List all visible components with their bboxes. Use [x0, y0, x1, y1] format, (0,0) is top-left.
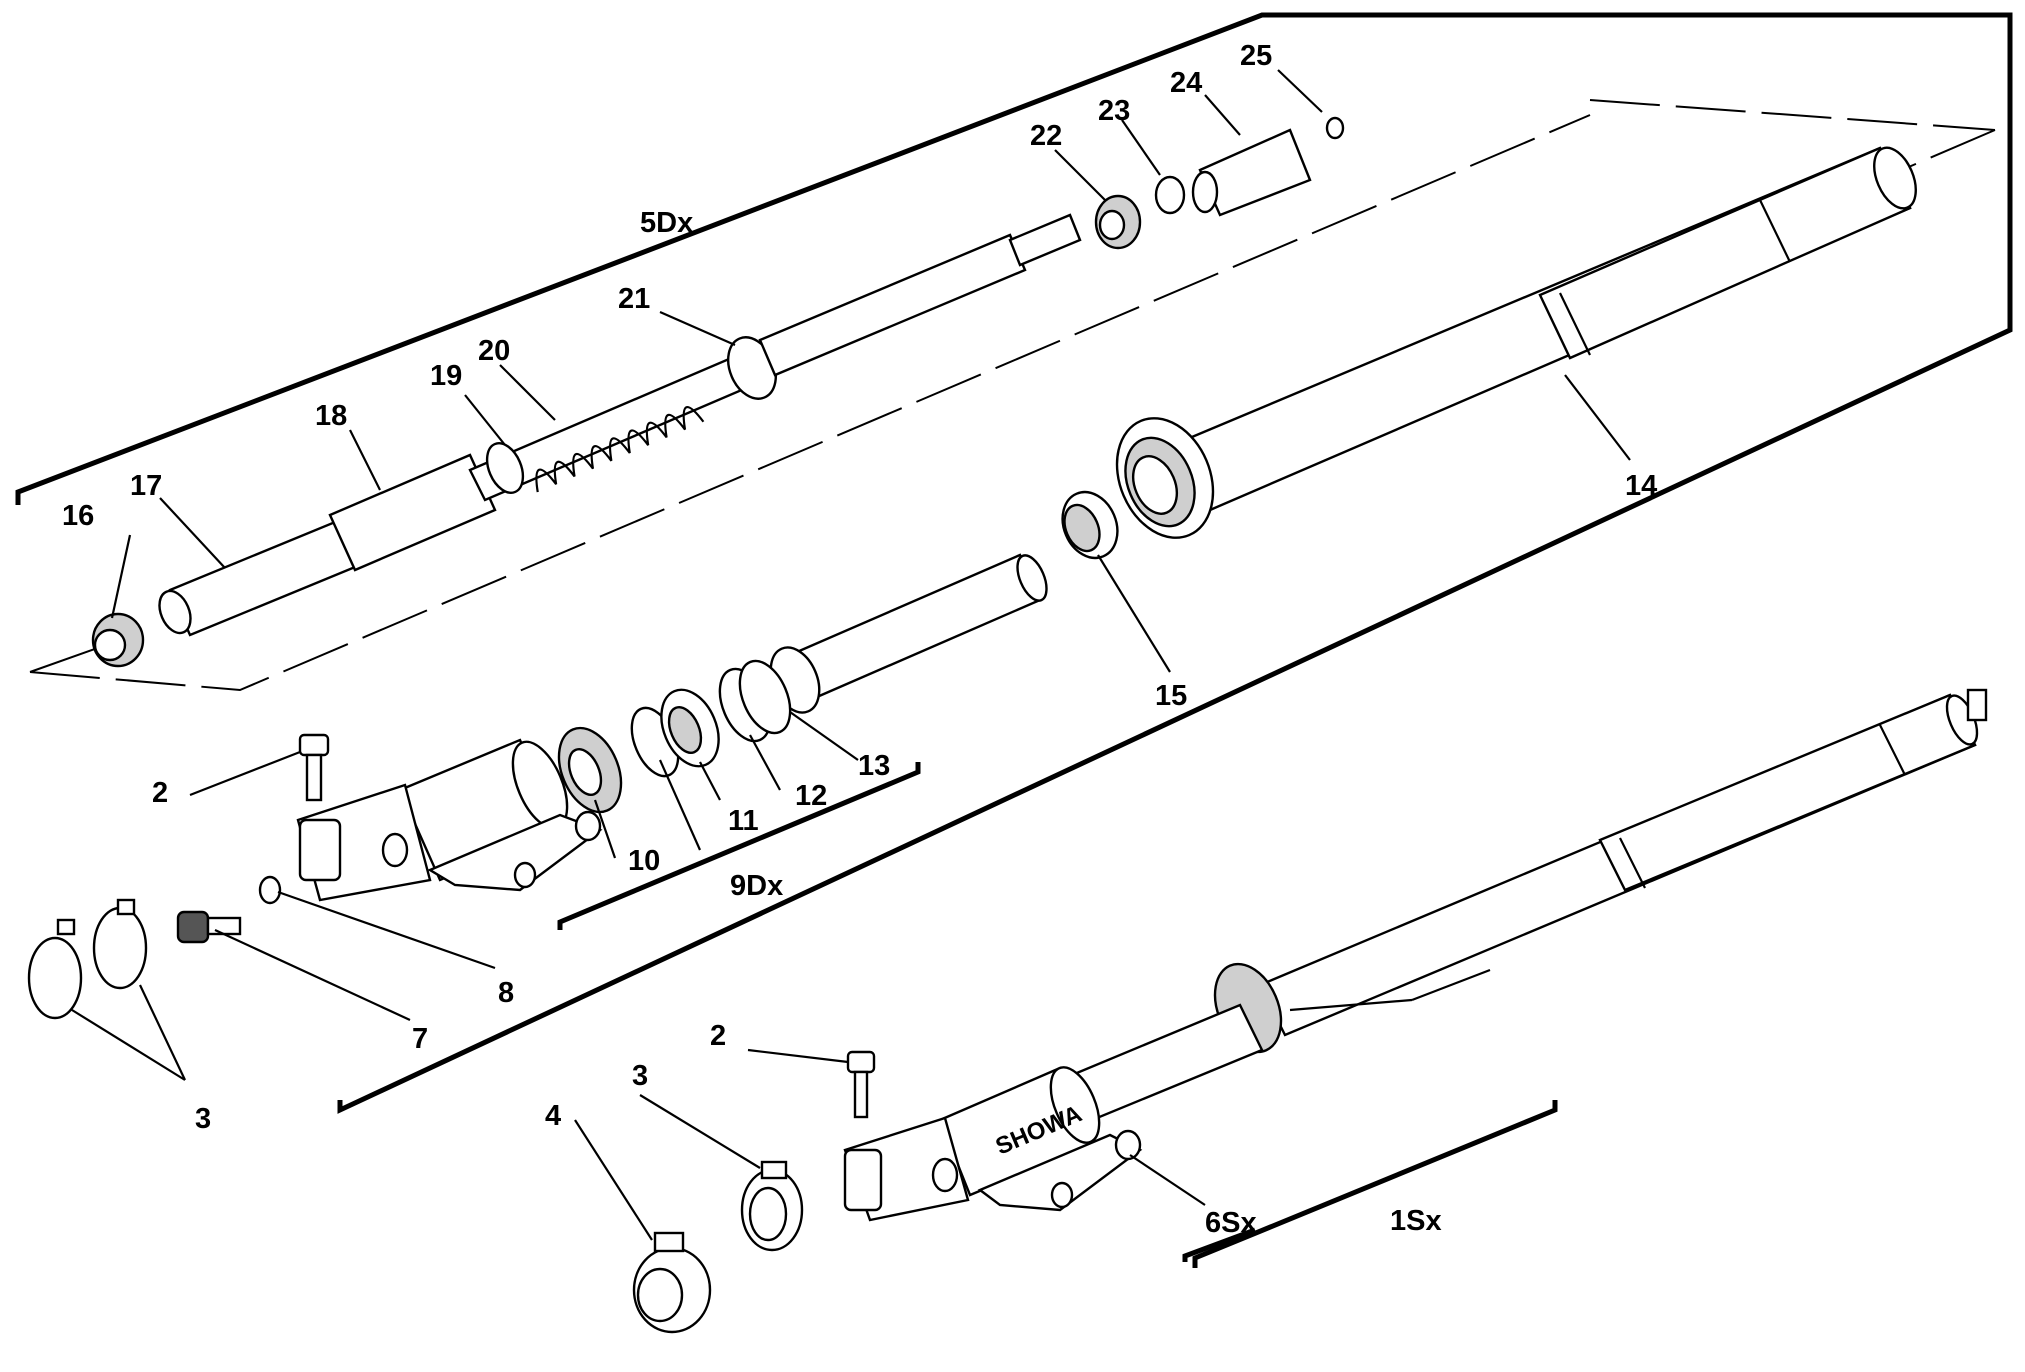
- label-25: 25: [1240, 40, 1272, 72]
- label-21: 21: [618, 283, 650, 315]
- label-12: 12: [795, 780, 827, 812]
- inner-tube-right: [296, 553, 1048, 902]
- dashed-envelope-top: [1589, 99, 1996, 131]
- label-13: 13: [858, 750, 890, 782]
- leader-lines: [71, 69, 1631, 1241]
- label-2-upper: 2: [152, 777, 168, 809]
- pinch-bolt-upper: [298, 733, 330, 802]
- label-1sx: 1Sx: [1390, 1205, 1442, 1237]
- bracket-1sx: [1192, 1100, 1558, 1268]
- label-20: 20: [478, 335, 510, 367]
- label-3-lower: 3: [632, 1060, 648, 1092]
- label-3-left: 3: [195, 1103, 211, 1135]
- label-10: 10: [628, 845, 660, 877]
- label-4: 4: [545, 1100, 561, 1132]
- label-14: 14: [1625, 470, 1657, 502]
- label-15: 15: [1155, 680, 1187, 712]
- label-16: 16: [62, 500, 94, 532]
- washer-8: [258, 875, 282, 905]
- label-18: 18: [315, 400, 347, 432]
- label-6sx: 6Sx: [1205, 1207, 1257, 1239]
- bracket-6sx: [1182, 1227, 1256, 1262]
- cartridge-5dx: [91, 116, 1345, 668]
- group-outlines: [15, 12, 2013, 1268]
- label-8: 8: [498, 977, 514, 1009]
- callout-labels: 1Sx 2 2 3 3 4 5Dx 6Sx 7 8 9Dx 10 11 12 1…: [62, 40, 1657, 1239]
- pinch-bolt-lower: [846, 1050, 876, 1119]
- label-5dx: 5Dx: [640, 207, 693, 239]
- label-24: 24: [1170, 67, 1202, 99]
- dashed-envelope-cartridge: [29, 114, 1591, 692]
- bracket-9dx: [557, 762, 921, 930]
- dashed-envelope-start: [29, 639, 121, 673]
- label-11: 11: [728, 805, 759, 837]
- guide-bush-15: [1061, 490, 1119, 560]
- label-22: 22: [1030, 120, 1062, 152]
- label-17: 17: [130, 470, 162, 502]
- clamps-3-left: [27, 898, 148, 1020]
- label-2-lower: 2: [710, 1020, 726, 1052]
- outer-tube-right: [1115, 146, 1917, 539]
- label-9dx: 9Dx: [730, 870, 783, 902]
- label-23: 23: [1098, 95, 1130, 127]
- label-19: 19: [430, 360, 462, 392]
- frame-upper-left-edge: [15, 12, 2013, 1114]
- label-7: 7: [412, 1023, 428, 1055]
- left-fork-assembly: [843, 688, 1988, 1222]
- clamps-lower: [632, 1160, 804, 1334]
